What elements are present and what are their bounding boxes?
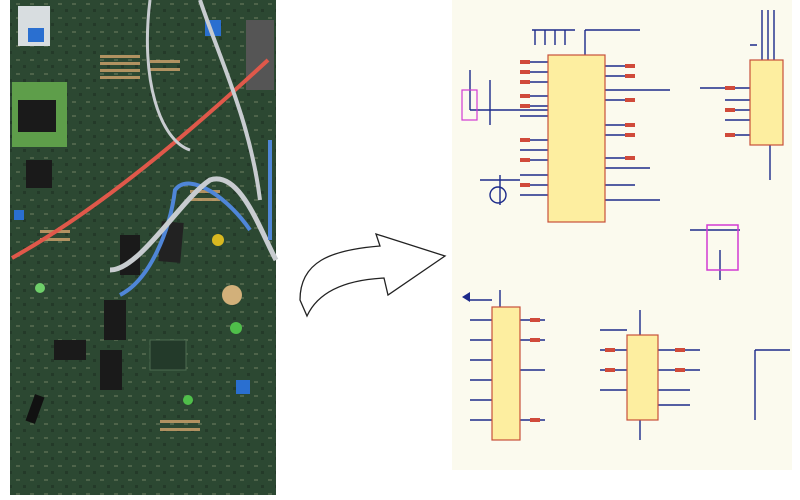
connector-j1 <box>491 306 521 441</box>
curved-arrow-icon <box>299 232 447 318</box>
ic-u2 <box>749 59 784 146</box>
ic-u3 <box>626 334 659 421</box>
transistor-symbol <box>489 186 507 204</box>
red-wire <box>11 58 270 260</box>
blue-wire <box>119 181 252 297</box>
net-labels <box>520 60 735 422</box>
schematic <box>452 0 792 470</box>
pcb-photo <box>10 0 279 495</box>
highlight-box <box>706 224 739 271</box>
ic-u1 <box>547 54 606 223</box>
